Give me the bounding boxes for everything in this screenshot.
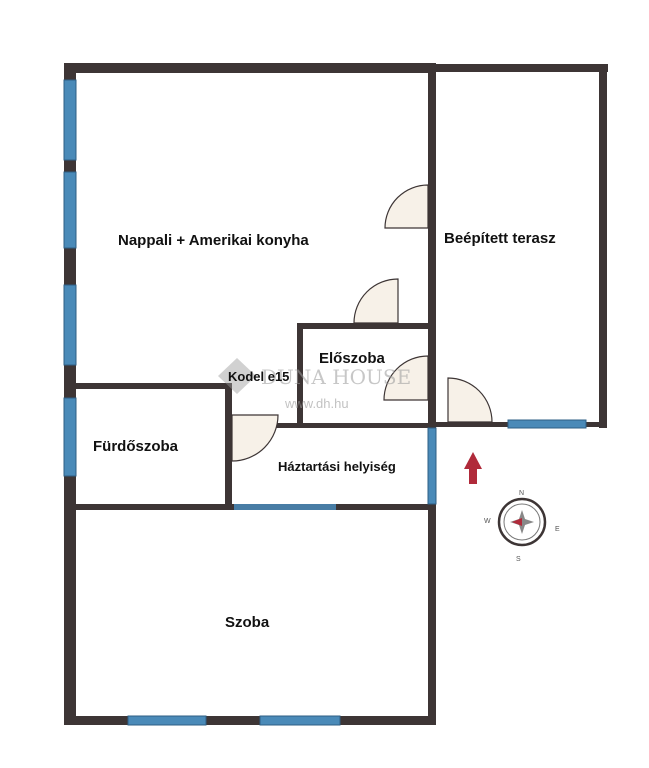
door-terrace	[384, 184, 429, 229]
door-bathroom	[231, 414, 279, 462]
wall-terrace-right	[599, 64, 607, 428]
room-label-partial: Kodel e15	[228, 369, 289, 384]
floor-terrace	[432, 68, 602, 424]
wall-left	[64, 63, 76, 725]
room-label-hall: Előszoba	[319, 350, 386, 367]
room-label-living: Nappali + Amerikai konyha	[118, 232, 309, 249]
door-living	[353, 278, 399, 324]
watermark-logo-icon	[218, 358, 256, 394]
wall-bottom	[64, 716, 436, 725]
wall-right-lower	[428, 424, 436, 725]
floor-main	[70, 68, 432, 720]
room-label-bedroom: Szoba	[225, 614, 270, 631]
room-label-utility: Háztartási helyiség	[278, 459, 396, 474]
watermark-url: www.dh.hu	[284, 396, 349, 411]
compass-e: E	[555, 526, 560, 533]
wall-bath-top	[70, 383, 230, 389]
watermark: DUNA HOUSE www.dh.hu	[218, 358, 411, 411]
door-entrance	[447, 377, 493, 423]
window-bottom-2	[259, 715, 341, 726]
wall-mid-vertical	[428, 63, 436, 425]
room-label-terrace: Beépített terasz	[444, 230, 556, 247]
wall-bath-right	[225, 383, 232, 509]
compass-icon: N E S W	[484, 490, 560, 563]
wall-top-main	[64, 63, 436, 73]
entrance-arrow-icon	[464, 452, 482, 484]
window-left-2	[63, 171, 77, 249]
watermark-brand: DUNA HOUSE	[261, 365, 411, 389]
window-right-lower	[427, 427, 437, 505]
wall-util-top	[232, 423, 428, 428]
windows	[63, 79, 587, 726]
window-left-1	[63, 79, 77, 161]
doors	[231, 184, 493, 462]
door-eloszoba	[383, 355, 429, 401]
wall-eloszoba-top	[297, 323, 432, 329]
compass-n: N	[519, 490, 524, 497]
window-util-bottom	[234, 504, 336, 510]
window-bottom-1	[127, 715, 207, 726]
wall-eloszoba-left	[297, 323, 303, 427]
compass-w: W	[484, 518, 491, 525]
window-left-4	[63, 397, 77, 477]
compass-s: S	[516, 556, 521, 563]
window-left-3	[63, 284, 77, 366]
wall-top-terrace	[432, 64, 608, 72]
window-terrace-bottom	[507, 419, 587, 429]
room-label-bathroom: Fürdőszoba	[93, 438, 179, 455]
